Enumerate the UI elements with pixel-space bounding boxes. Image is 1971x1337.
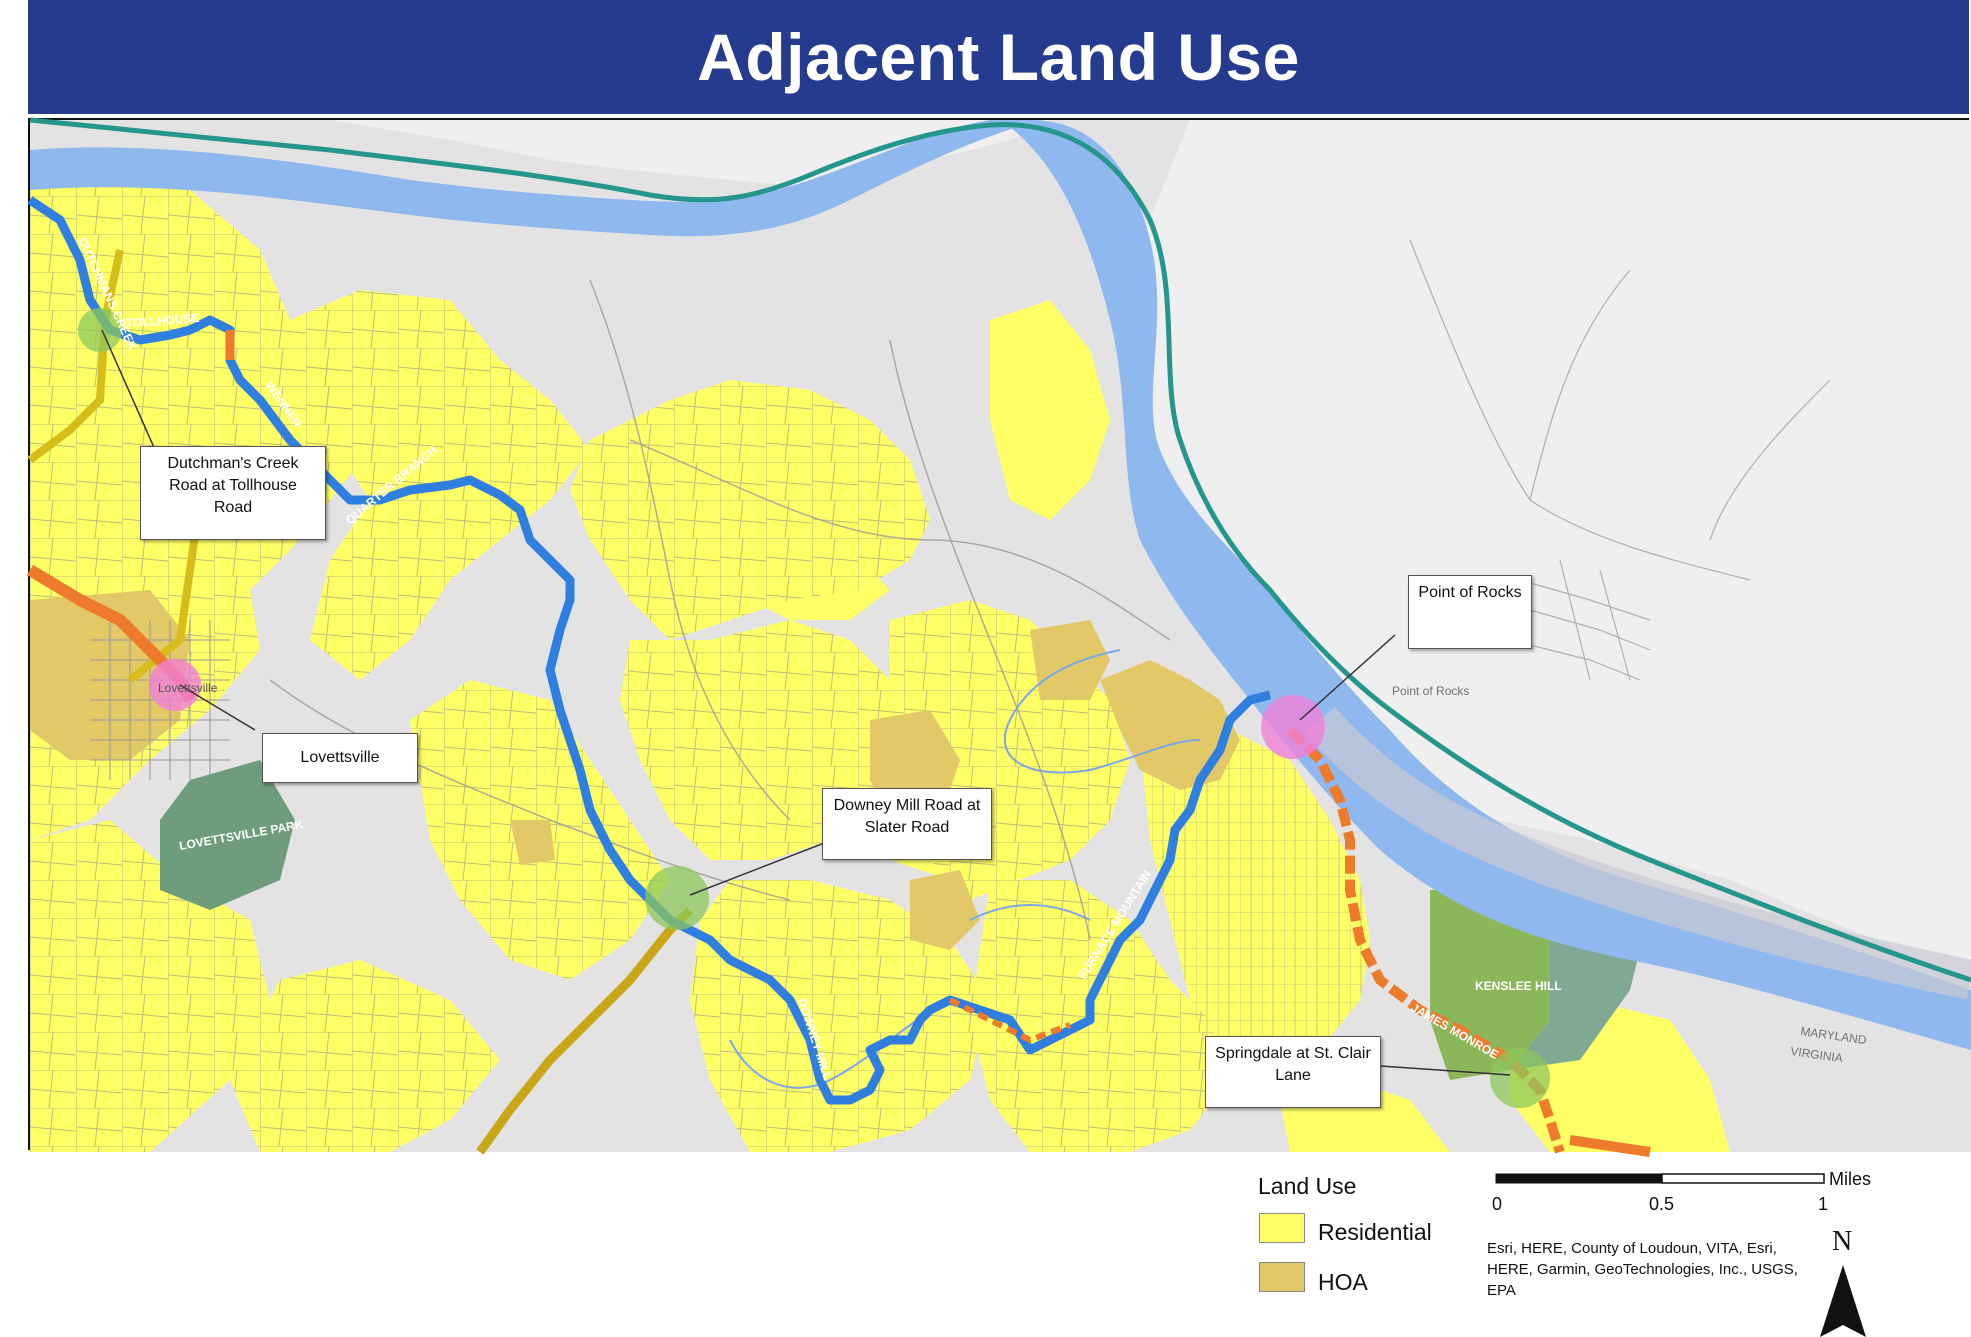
point-of-rocks-town-grid xyxy=(1409,239,1831,681)
scale-tick-0: 0 xyxy=(1492,1194,1502,1214)
marker-springdale[interactable] xyxy=(1490,1048,1550,1108)
state-boundary xyxy=(29,117,1971,983)
legend-swatch-residential xyxy=(1259,1213,1305,1243)
page-title: Adjacent Land Use xyxy=(697,20,1300,94)
maryland-area xyxy=(1130,120,1971,980)
scale-tick-1: 1 xyxy=(1818,1194,1828,1214)
callout-dutchmans-creek[interactable]: Dutchman's Creek Road at Tollhouse Road xyxy=(140,446,326,540)
minor-roads xyxy=(269,279,1171,941)
callout-springdale[interactable]: Springdale at St. Clair Lane xyxy=(1205,1036,1381,1108)
label-lovettsville-town: Lovettsville xyxy=(158,681,218,695)
north-label: N xyxy=(1832,1226,1853,1257)
scale-tick-half: 0.5 xyxy=(1649,1194,1674,1214)
label-kenslee-hill: KENSLEE HILL xyxy=(1475,979,1562,993)
scale-unit: Miles xyxy=(1829,1169,1871,1189)
legend-swatch-hoa xyxy=(1259,1262,1305,1292)
callout-lovettsville[interactable]: Lovettsville xyxy=(262,733,418,783)
potomac-river-north xyxy=(30,120,1040,237)
legend-label-residential: Residential xyxy=(1318,1219,1432,1245)
map-canvas: DUTCHMANS CREEK TOLLHOUSE WENNER QUARTER… xyxy=(26,117,1971,1157)
north-shore-area xyxy=(30,120,1050,190)
title-bar: Adjacent Land Use xyxy=(28,0,1969,114)
callout-point-of-rocks[interactable]: Point of Rocks xyxy=(1408,575,1532,649)
legend-label-hoa: HOA xyxy=(1318,1269,1368,1295)
yellow-road-south xyxy=(476,906,694,1155)
blue-project-route xyxy=(27,196,1272,1105)
orange-route-east xyxy=(1569,1135,1651,1157)
marker-dutchmans[interactable] xyxy=(78,308,122,352)
lovettsville-park-area xyxy=(160,760,295,910)
map-frame[interactable]: DUTCHMANS CREEK TOLLHOUSE WENNER QUARTER… xyxy=(26,117,1971,1157)
map-credits: Esri, HERE, County of Loudoun, VITA, Esr… xyxy=(1487,1240,1798,1299)
marker-lovettsville[interactable] xyxy=(149,659,201,711)
marker-downey-mill[interactable] xyxy=(645,866,709,930)
scale-bar: Miles 0 0.5 1 xyxy=(1492,1169,1871,1214)
marker-point-of-rocks[interactable] xyxy=(1261,695,1325,759)
orange-dashed-furnace xyxy=(948,997,1072,1044)
yellow-road-north xyxy=(27,249,124,464)
north-arrow-icon xyxy=(1820,1265,1866,1337)
legend-title: Land Use xyxy=(1258,1173,1357,1199)
callout-downey-mill[interactable]: Downey Mill Road at Slater Road xyxy=(822,788,992,860)
river-shoal xyxy=(1304,706,1971,1000)
label-tollhouse: TOLLHOUSE xyxy=(125,311,200,330)
label-point-of-rocks-town: Point of Rocks xyxy=(1392,684,1469,698)
